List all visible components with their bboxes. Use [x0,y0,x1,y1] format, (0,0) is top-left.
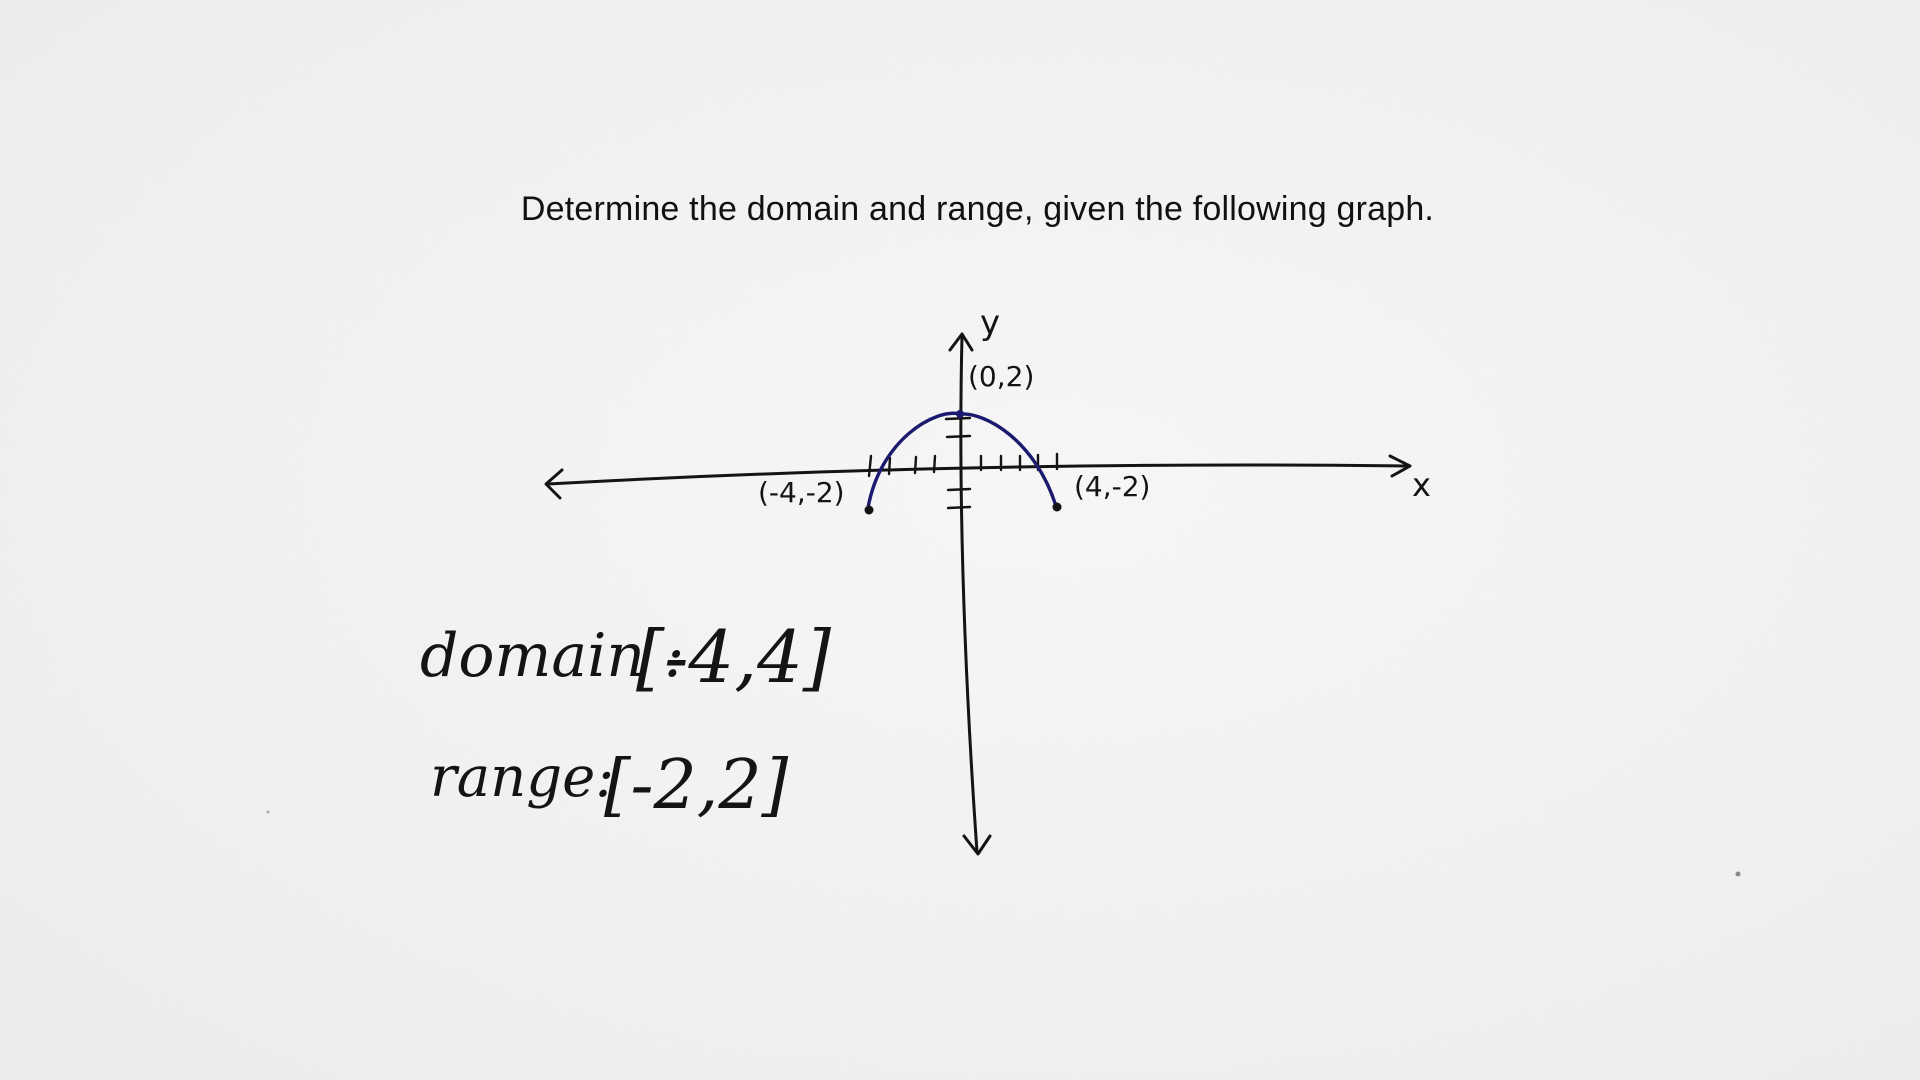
right-endpoint-label: (4,-2) [1074,470,1150,503]
endpoint-left [864,505,874,515]
y-axis-ticks [944,416,972,510]
domain-value: [-4,4] [636,615,832,699]
range-value: [-2,2] [604,746,789,825]
x-axis [544,454,1412,500]
paper-speck [266,810,270,814]
left-endpoint-label: (-4,-2) [758,476,845,509]
x-axis-ticks [867,452,1059,478]
vertex-point [956,410,964,418]
paper-speck [1735,871,1741,877]
x-axis-label: x [1412,466,1431,504]
question-text: Determine the domain and range, given th… [520,190,1435,228]
endpoint-right [1052,502,1062,512]
x-axis-right-arrow [1388,454,1412,478]
range-label: range: [430,745,614,810]
y-axis-label: y [980,303,1000,343]
y-axis-bottom-arrow [962,834,992,856]
x-axis-left-arrow [544,468,564,500]
y-axis [948,332,992,856]
y-axis-top-arrow [948,332,974,352]
vertex-label: (0,2) [968,360,1034,393]
domain-label: domain : [420,621,684,691]
